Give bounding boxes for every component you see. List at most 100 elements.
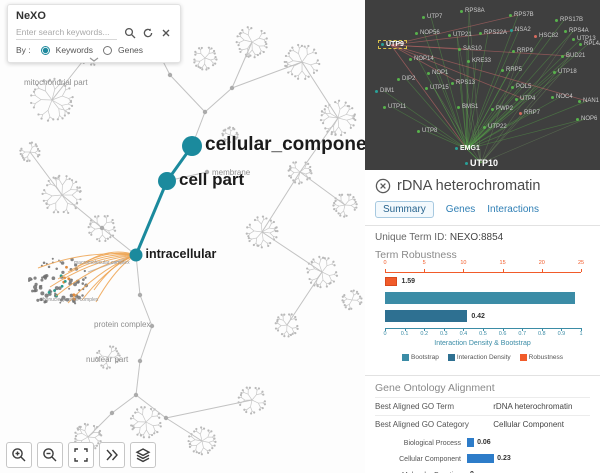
term-detail-panel: rDNA heterochromatin Summary Genes Inter…: [365, 170, 600, 473]
gene-dot-icon: [460, 9, 463, 13]
axis-tickmark: [502, 328, 504, 331]
gene-node[interactable]: RPS7B: [509, 12, 534, 18]
gene-node[interactable]: NOP14: [409, 56, 434, 62]
gene-node[interactable]: UTP4: [515, 96, 535, 102]
zoom-out-icon: [43, 448, 57, 462]
gene-dot-icon: [509, 13, 512, 17]
section-go-alignment: Gene Ontology Alignment: [375, 382, 495, 394]
gene-node[interactable]: UTP13: [572, 36, 596, 42]
go-row-term: Best Aligned GO Term rDNA heterochromati…: [375, 397, 590, 415]
ontology-tree-panel: NeXO By : Keywords: [0, 0, 365, 473]
axis-tick: 0.3: [439, 331, 448, 337]
gene-node[interactable]: NOP6: [576, 116, 597, 122]
legend-swatch-icon: [519, 354, 527, 361]
gene-node[interactable]: UTP10: [465, 158, 498, 168]
gene-node[interactable]: EMG1: [455, 145, 480, 152]
divider: [365, 375, 600, 376]
gene-node[interactable]: DIM1: [375, 88, 394, 94]
gene-node[interactable]: BMS1: [457, 104, 478, 110]
expand-branches-button[interactable]: [99, 442, 125, 468]
axis: [385, 272, 581, 273]
axis-tick: 25: [577, 260, 585, 266]
reset-icon[interactable]: [141, 26, 154, 39]
gene-node[interactable]: KRE33: [467, 58, 491, 64]
gene-dot-icon: [479, 31, 482, 35]
bootstrap-bar: [385, 292, 576, 304]
gene-dot-icon: [415, 31, 418, 35]
tree-term-label: macromolecular complex: [74, 260, 130, 266]
gene-node[interactable]: RPS17B: [555, 17, 583, 23]
gene-node[interactable]: NAN1: [578, 98, 599, 104]
gene-node[interactable]: UTP22: [483, 124, 507, 130]
gene-node[interactable]: RPL4A: [579, 41, 600, 47]
gene-node[interactable]: RRP5: [501, 67, 522, 73]
axis-tick: 0: [383, 260, 387, 266]
gene-node[interactable]: UTP21: [448, 32, 472, 38]
tree-node-label[interactable]: intracellular: [145, 247, 217, 262]
search-input[interactable]: [16, 25, 117, 40]
gene-node[interactable]: RPS22A: [479, 30, 507, 36]
zoom-out-button[interactable]: [37, 442, 63, 468]
gene-node[interactable]: POL5: [511, 84, 531, 90]
tab-genes[interactable]: Genes: [445, 204, 476, 215]
gene-node[interactable]: RRP9: [512, 48, 533, 54]
go-score-value: 0.06: [477, 439, 491, 446]
go-alignment-rows: Best Aligned GO Term rDNA heterochromati…: [375, 397, 590, 433]
gene-dot-icon: [551, 95, 554, 99]
radio-genes[interactable]: [102, 45, 112, 55]
layers-button[interactable]: [130, 442, 156, 468]
gene-node[interactable]: UTP9: [378, 40, 407, 49]
gene-node[interactable]: SAS10: [458, 46, 482, 52]
go-score-bar: [467, 438, 475, 447]
gene-dot-icon: [417, 129, 420, 133]
close-detail-icon[interactable]: [375, 178, 391, 194]
unique-term-id: Unique Term ID: NEXO:8854: [375, 232, 504, 243]
go-score-value: 0: [470, 471, 474, 473]
tab-interactions[interactable]: Interactions: [487, 204, 539, 215]
radio-keywords[interactable]: [40, 45, 50, 55]
interaction-density-value: 0.42: [471, 313, 485, 320]
gene-node[interactable]: BUD21: [561, 53, 585, 59]
gene-dot-icon: [578, 99, 581, 103]
close-icon[interactable]: [159, 26, 172, 39]
fit-to-screen-button[interactable]: [68, 442, 94, 468]
radio-keywords-label: Keywords: [55, 45, 93, 55]
ontology-tree-canvas[interactable]: [0, 0, 365, 473]
tree-node-label[interactable]: cell part: [179, 170, 245, 190]
gene-node[interactable]: DIP2: [397, 76, 415, 82]
gene-node[interactable]: UTP15: [425, 85, 449, 91]
axis-tickmark: [483, 328, 484, 331]
axis-tickmark: [424, 328, 426, 331]
gene-node[interactable]: UTP7: [422, 14, 442, 20]
axis-tickmark: [561, 328, 563, 331]
gene-node[interactable]: NOP1: [427, 70, 448, 76]
axis-tick: 0.4: [459, 331, 468, 337]
gene-node[interactable]: RRP7: [519, 110, 540, 116]
gene-node[interactable]: UTP8: [417, 128, 437, 134]
gene-node[interactable]: PWP2: [491, 106, 513, 112]
gene-node[interactable]: NOP56: [415, 30, 440, 36]
gene-dot-icon: [448, 33, 451, 37]
gene-node[interactable]: NSA2: [510, 27, 531, 33]
gene-node[interactable]: UTP11: [383, 104, 406, 110]
gene-node[interactable]: UTP18: [553, 69, 577, 75]
axis-tickmark: [541, 328, 543, 331]
legend-swatch-icon: [402, 354, 409, 361]
collapse-chevron-icon[interactable]: [89, 57, 99, 62]
gene-node[interactable]: NOC4: [551, 94, 573, 100]
gene-node[interactable]: RPS13: [451, 80, 475, 86]
search-icon[interactable]: [123, 26, 136, 39]
fit-to-screen-icon: [74, 448, 88, 462]
zoom-in-icon: [12, 448, 26, 462]
legend-item: Interaction Density: [447, 354, 511, 361]
go-row-category: Best Aligned GO Category Cellular Compon…: [375, 415, 590, 433]
legend-item: Robustness: [519, 354, 563, 361]
gene-node[interactable]: RPS4A: [564, 28, 589, 34]
tab-summary[interactable]: Summary: [375, 201, 434, 218]
tree-node-label[interactable]: cellular_component: [205, 134, 365, 156]
zoom-in-button[interactable]: [6, 442, 32, 468]
gene-node[interactable]: HSC82: [534, 33, 558, 39]
gene-node[interactable]: RPS8A: [460, 8, 485, 14]
